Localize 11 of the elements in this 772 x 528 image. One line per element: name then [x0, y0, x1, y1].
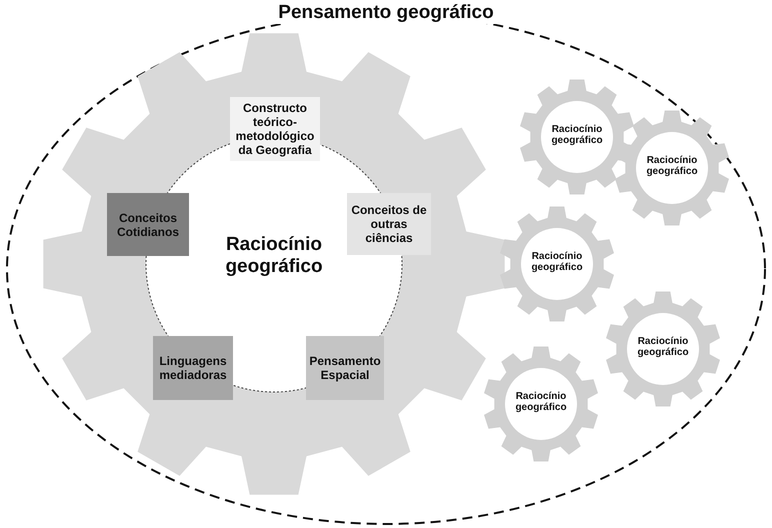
concept-box: Linguagens mediadoras — [153, 336, 233, 400]
gear-label: Raciocínio geográfico — [224, 234, 324, 278]
concept-box: Pensamento Espacial — [306, 336, 384, 400]
gear-label: Raciocínio geográfico — [645, 155, 699, 177]
gear-label: Raciocínio geográfico — [636, 336, 690, 358]
concept-box: Constructo teórico-metodológico da Geografia — [230, 97, 320, 161]
gear-label: Raciocínio geográfico — [514, 391, 568, 413]
gear-label: Raciocínio geográfico — [530, 251, 584, 273]
concept-box: Conceitos Cotidianos — [107, 193, 189, 256]
concept-box: Conceitos de outras ciências — [347, 193, 431, 255]
gear-label: Raciocínio geográfico — [550, 124, 604, 146]
